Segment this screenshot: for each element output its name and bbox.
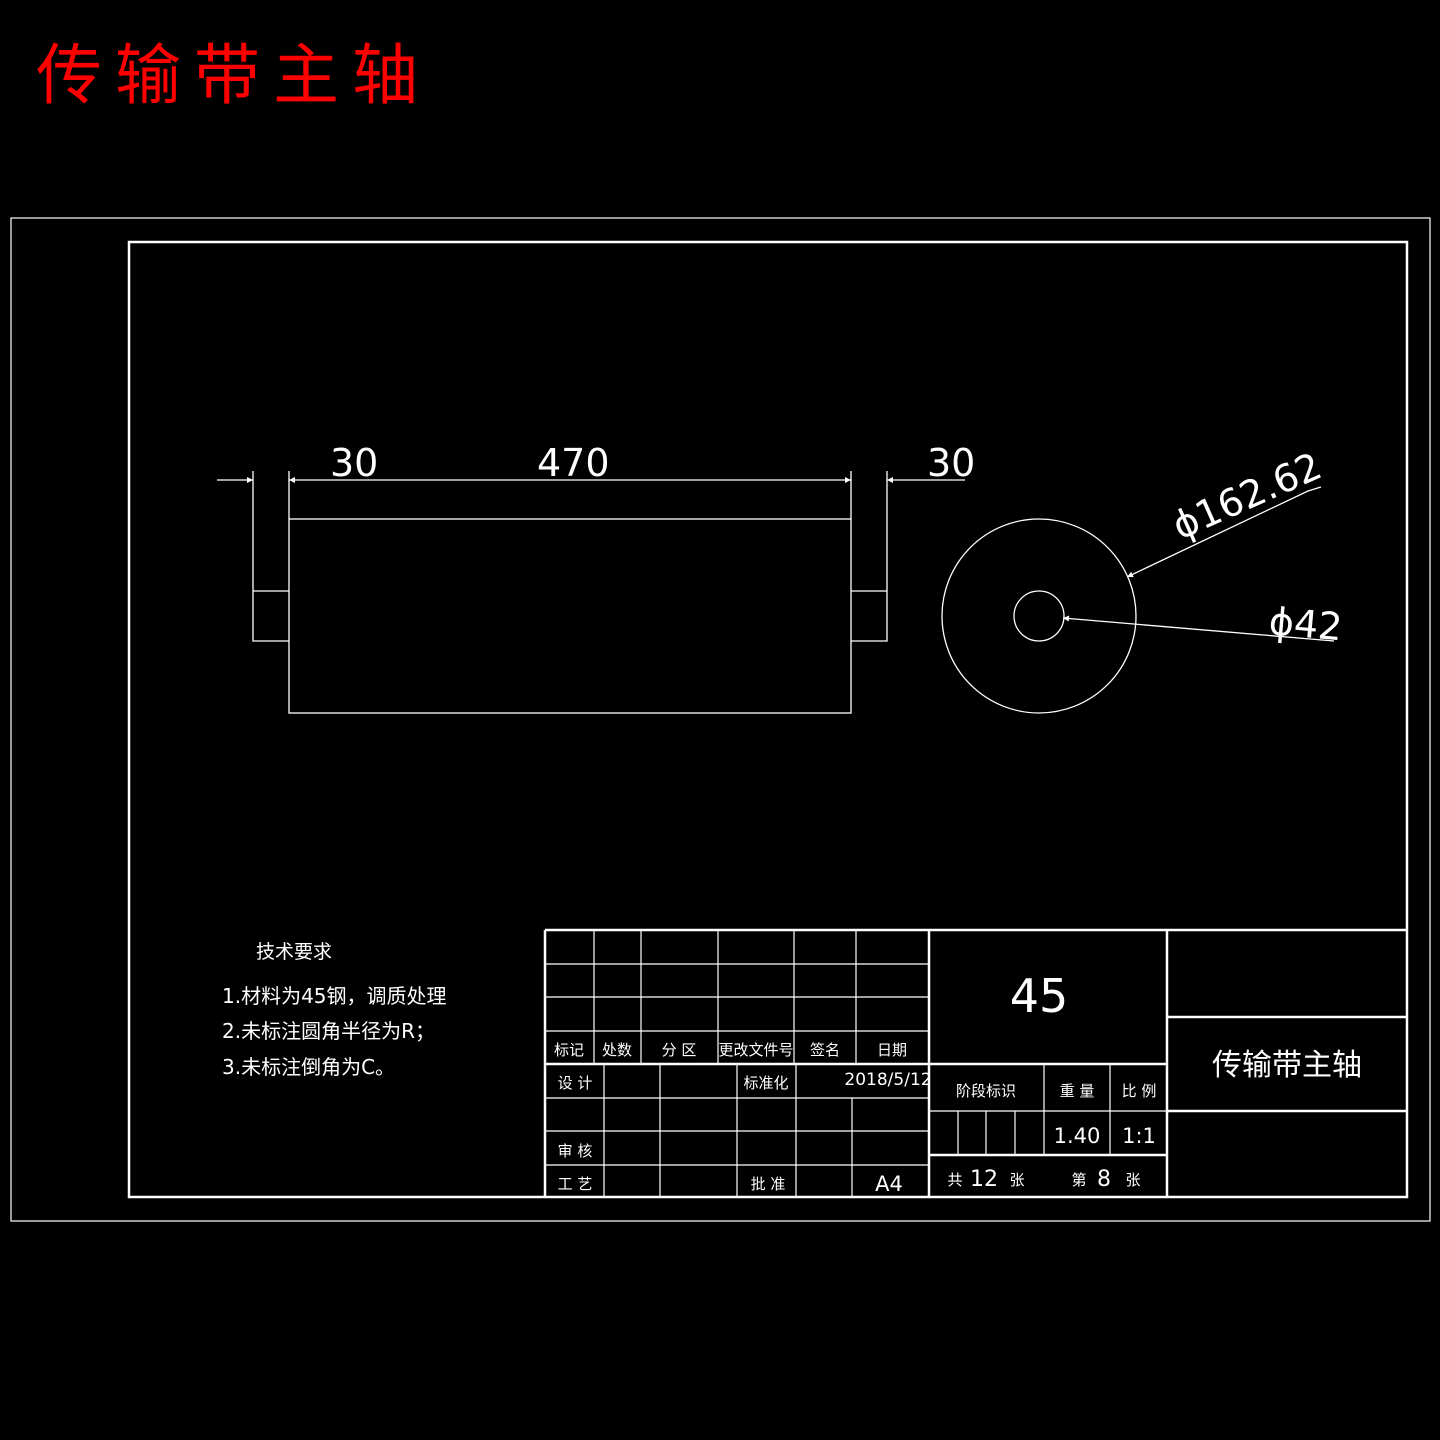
header-zone: 分 区 (662, 1041, 697, 1059)
dimension-lines (217, 477, 1335, 642)
outer-frame (10, 217, 1431, 1222)
drawing-title: 传输带主轴 (36, 37, 431, 114)
inner-frame (127, 240, 1409, 1199)
dim-bore-diameter: ϕ42 (1267, 599, 1344, 649)
approve-label: 批 准 (751, 1175, 786, 1193)
review-label: 审 核 (558, 1142, 593, 1160)
dim-outer-diameter: ϕ162.62 (1166, 444, 1328, 548)
total-unit: 张 (1009, 1171, 1024, 1189)
part-name: 传输带主轴 (1212, 1048, 1362, 1083)
stage-mark-label: 阶段标识 (956, 1082, 1016, 1100)
shaft-front-view (252, 471, 888, 714)
current-unit: 张 (1125, 1171, 1140, 1189)
total-label: 共 (947, 1171, 962, 1189)
header-signature: 签名 (810, 1041, 840, 1059)
tech-req-heading: 技术要求 (256, 941, 332, 963)
dim-right-journal: 30 (927, 441, 975, 485)
weight-label: 重 量 (1060, 1082, 1095, 1100)
material: 45 (1010, 969, 1069, 1023)
process-label: 工 艺 (558, 1175, 593, 1193)
dim-body-length: 470 (537, 441, 610, 485)
design-label: 设 计 (558, 1074, 593, 1092)
header-mark: 标记 (554, 1041, 584, 1059)
current-label: 第 (1071, 1171, 1086, 1189)
tech-req-item-3: 3.未标注倒角为C。 (222, 1055, 395, 1079)
title-block-text: 标记 处数 分 区 更改文件号 签名 日期 设 计 标准化 2018/5/12 … (554, 969, 1362, 1196)
sheet-size: A4 (875, 1172, 903, 1196)
technical-requirements: 技术要求 1.材料为45钢，调质处理 2.未标注圆角半径为R； 3.未标注倒角为… (222, 941, 447, 1079)
left-journal (252, 471, 289, 642)
header-change-doc: 更改文件号 (718, 1041, 793, 1059)
outer-circle (941, 518, 1137, 714)
scale-value: 1:1 (1122, 1124, 1156, 1148)
right-journal (851, 471, 888, 642)
scale-label: 比 例 (1122, 1082, 1157, 1100)
bore-circle (1013, 590, 1065, 642)
tech-req-item-2: 2.未标注圆角半径为R； (222, 1019, 435, 1043)
header-count: 处数 (602, 1041, 632, 1059)
roller-body (288, 518, 852, 714)
tech-req-item-1: 1.材料为45钢，调质处理 (222, 984, 447, 1008)
shaft-side-view (941, 518, 1137, 714)
standardization-label: 标准化 (743, 1074, 788, 1092)
total-sheets: 12 (970, 1167, 998, 1192)
title-block (543, 928, 1407, 1197)
design-date: 2018/5/12 (844, 1070, 931, 1090)
header-date: 日期 (877, 1041, 907, 1059)
weight-value: 1.40 (1054, 1124, 1101, 1148)
dim-left-journal: 30 (330, 441, 378, 485)
current-sheet: 8 (1097, 1167, 1111, 1192)
